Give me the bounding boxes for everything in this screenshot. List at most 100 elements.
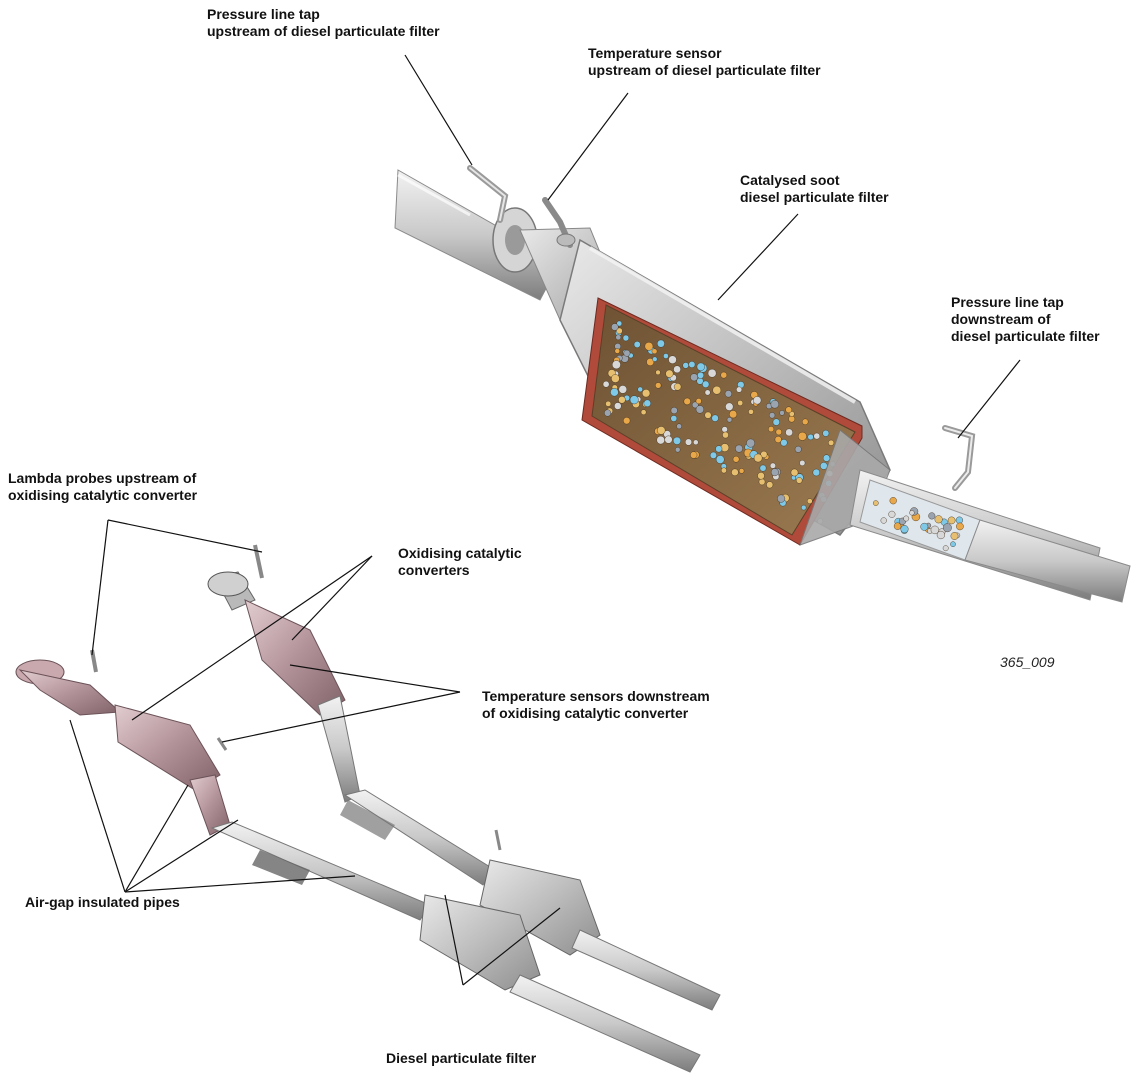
soot-particle xyxy=(624,350,630,356)
soot-particle xyxy=(894,523,901,530)
soot-particle xyxy=(644,400,651,407)
label-line: diesel particulate filter xyxy=(951,328,1100,345)
soot-particle xyxy=(725,390,732,397)
soot-particle xyxy=(759,479,765,485)
soot-particle xyxy=(828,440,834,446)
label-pressure-tap-upstream: Pressure line tap upstream of diesel par… xyxy=(207,6,440,40)
soot-particle xyxy=(771,400,779,408)
soot-particle xyxy=(910,510,915,515)
soot-particle xyxy=(798,432,806,440)
soot-particle xyxy=(705,412,712,419)
label-diesel-particulate-filter: Diesel particulate filter xyxy=(386,1050,536,1067)
soot-particle xyxy=(800,460,806,466)
soot-particle xyxy=(697,372,703,378)
label-catalysed-soot-filter: Catalysed soot diesel particulate filter xyxy=(740,172,889,206)
pipe-bank-left-front xyxy=(20,670,120,715)
soot-particle xyxy=(611,374,619,382)
soot-particle xyxy=(690,452,697,459)
soot-particle xyxy=(754,454,762,462)
soot-particle xyxy=(725,403,733,411)
soot-particle xyxy=(710,452,717,459)
soot-particle xyxy=(683,362,689,368)
soot-particle xyxy=(736,387,742,393)
soot-particle xyxy=(712,415,719,422)
label-line: Air-gap insulated pipes xyxy=(25,894,180,911)
soot-particle xyxy=(716,446,723,453)
soot-particle xyxy=(716,455,724,463)
label-line: Temperature sensor xyxy=(588,45,821,62)
soot-particle xyxy=(665,436,673,444)
label-line: downstream of xyxy=(951,311,1100,328)
soot-particle xyxy=(760,465,766,471)
tailpipe-right xyxy=(572,930,720,1010)
label-line: Temperature sensors downstream xyxy=(482,688,710,705)
soot-particle xyxy=(943,524,951,532)
soot-particle xyxy=(623,335,629,341)
soot-particle xyxy=(618,396,625,403)
soot-particle xyxy=(657,340,664,347)
soot-particle xyxy=(795,446,801,452)
soot-particle xyxy=(948,517,955,524)
soot-particle xyxy=(612,361,620,369)
soot-particle xyxy=(796,477,802,483)
soot-particle xyxy=(935,516,943,524)
label-temperature-sensor-upstream: Temperature sensor upstream of diesel pa… xyxy=(588,45,821,79)
label-line: upstream of diesel particulate filter xyxy=(588,62,821,79)
label-line: Pressure line tap xyxy=(207,6,440,23)
soot-particle xyxy=(770,463,776,469)
soot-particle xyxy=(603,381,609,387)
soot-particle xyxy=(671,407,678,414)
soot-particle xyxy=(666,370,674,378)
soot-particle xyxy=(881,518,887,524)
pipe-bank-right-lower xyxy=(345,790,495,885)
soot-particle xyxy=(773,419,780,426)
soot-particle xyxy=(677,424,682,429)
soot-particle xyxy=(731,469,738,476)
label-temperature-sensors-downstream: Temperature sensors downstream of oxidis… xyxy=(482,688,710,722)
soot-particle xyxy=(780,410,785,415)
label-line: Diesel particulate filter xyxy=(386,1050,536,1067)
pressure-tap-overview xyxy=(496,830,500,850)
soot-particle xyxy=(696,406,704,414)
soot-particle xyxy=(729,410,737,418)
soot-particle xyxy=(652,357,657,362)
soot-particle xyxy=(889,511,896,518)
soot-particle xyxy=(642,389,650,397)
soot-particle xyxy=(748,409,753,414)
soot-particle xyxy=(693,440,698,445)
soot-particle xyxy=(722,427,728,433)
soot-particle xyxy=(690,374,697,381)
soot-particle xyxy=(673,437,681,445)
soot-particle xyxy=(766,482,773,489)
soot-particle xyxy=(610,388,618,396)
soot-particle xyxy=(674,366,681,373)
soot-particle xyxy=(708,369,716,377)
label-line: converters xyxy=(398,562,522,579)
soot-particle xyxy=(727,417,732,422)
soot-particle xyxy=(786,407,792,413)
soot-particle xyxy=(904,516,909,521)
temp-sensor-left xyxy=(218,738,226,750)
soot-particle xyxy=(689,361,695,367)
soot-particle xyxy=(921,523,928,530)
soot-particle xyxy=(758,472,765,479)
soot-particle xyxy=(611,324,618,331)
soot-particle xyxy=(619,385,627,393)
soot-particle xyxy=(614,403,621,410)
soot-particle xyxy=(929,513,936,520)
soot-particle xyxy=(950,542,955,547)
soot-particle xyxy=(739,468,744,473)
label-line: upstream of diesel particulate filter xyxy=(207,23,440,40)
soot-particle xyxy=(697,363,705,371)
soot-particle xyxy=(634,341,640,347)
soot-particle xyxy=(616,335,621,340)
soot-particle xyxy=(771,469,778,476)
lambda-probe-right xyxy=(255,545,262,578)
system-overview-illustration xyxy=(16,545,720,1072)
soot-particle xyxy=(713,386,721,394)
label-line: of oxidising catalytic converter xyxy=(482,705,710,722)
label-pressure-tap-downstream: Pressure line tap downstream of diesel p… xyxy=(951,294,1100,345)
soot-particle xyxy=(901,525,909,533)
soot-particle xyxy=(823,430,829,436)
soot-particle xyxy=(684,398,691,405)
